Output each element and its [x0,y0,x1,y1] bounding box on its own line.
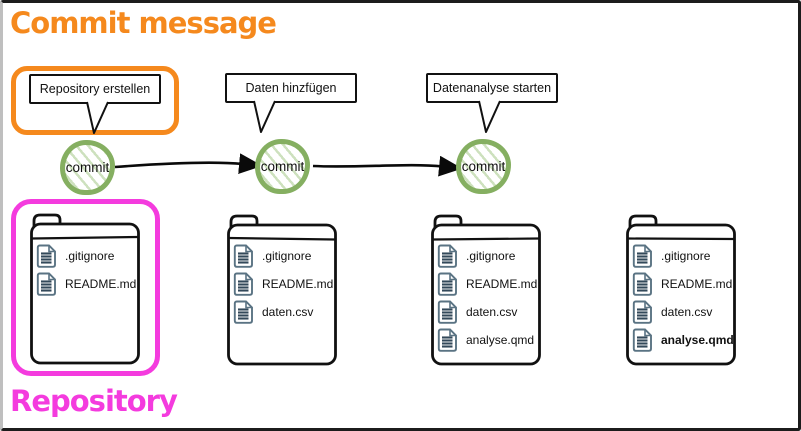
speech-bubble-text: Daten hinzfügen [245,81,337,95]
commit-node-3: commit [456,139,511,194]
file-icon [233,244,253,268]
folder-icon [227,214,337,366]
commit-node-label: commit [260,159,305,174]
file-icon [632,328,652,352]
commit-arrow [312,155,463,177]
commit-message-title: Commit message [10,6,277,40]
speech-bubble-daten-hinzfuegen: Daten hinzfügen [225,73,357,103]
file-icon [233,272,253,296]
folder-icon [626,214,736,366]
file-icon [632,300,652,324]
file-item: README.md [632,271,732,297]
speech-bubble-text: Datenanalyse starten [432,81,552,95]
file-name: daten.csv [661,305,713,319]
file-icon [632,272,652,296]
file-item: daten.csv [233,299,313,325]
folder-icon [30,213,140,365]
commit-arrow [114,153,263,174]
file-item: daten.csv [632,299,712,325]
file-item: README.md [233,271,333,297]
commit-node-label: commit [461,159,506,174]
file-name: README.md [65,277,137,291]
file-name: analyse.qmd [466,333,535,347]
speech-bubble-tail [478,100,501,133]
speech-bubble-repository-erstellen: Repository erstellen [29,74,161,104]
speech-bubble-tail [253,100,276,133]
file-name: .gitignore [65,249,115,263]
file-item: daten.csv [437,299,517,325]
file-item: README.md [36,271,136,297]
file-item: README.md [437,271,537,297]
file-name: analyse.qmd [661,333,734,347]
file-icon [437,300,457,324]
file-name: .gitignore [661,249,711,263]
speech-bubble-tail [86,101,109,134]
speech-bubble-text: Repository erstellen [39,82,151,96]
file-icon [36,272,56,296]
file-item: .gitignore [36,243,114,269]
file-item: .gitignore [632,243,710,269]
file-icon [437,244,457,268]
commit-node-label: commit [65,160,110,175]
speech-bubble-datenanalyse-starten: Datenanalyse starten [426,73,558,103]
file-name: .gitignore [466,249,516,263]
file-item: analyse.qmd [437,327,534,353]
file-name: daten.csv [262,305,314,319]
file-icon [233,300,253,324]
file-icon [437,328,457,352]
file-item: .gitignore [437,243,515,269]
file-item: .gitignore [233,243,311,269]
file-icon [36,244,56,268]
file-name: daten.csv [466,305,518,319]
file-name: .gitignore [262,249,312,263]
file-name: README.md [262,277,334,291]
file-icon [632,244,652,268]
file-name: README.md [661,277,733,291]
repository-title: Repository [10,384,178,418]
repository-highlight [11,199,160,376]
commit-node-2: commit [255,139,310,194]
folder-icon [431,214,541,366]
file-icon [437,272,457,296]
file-name: README.md [466,277,538,291]
commit-node-1: commit [60,140,115,195]
file-item: analyse.qmd [632,327,734,353]
